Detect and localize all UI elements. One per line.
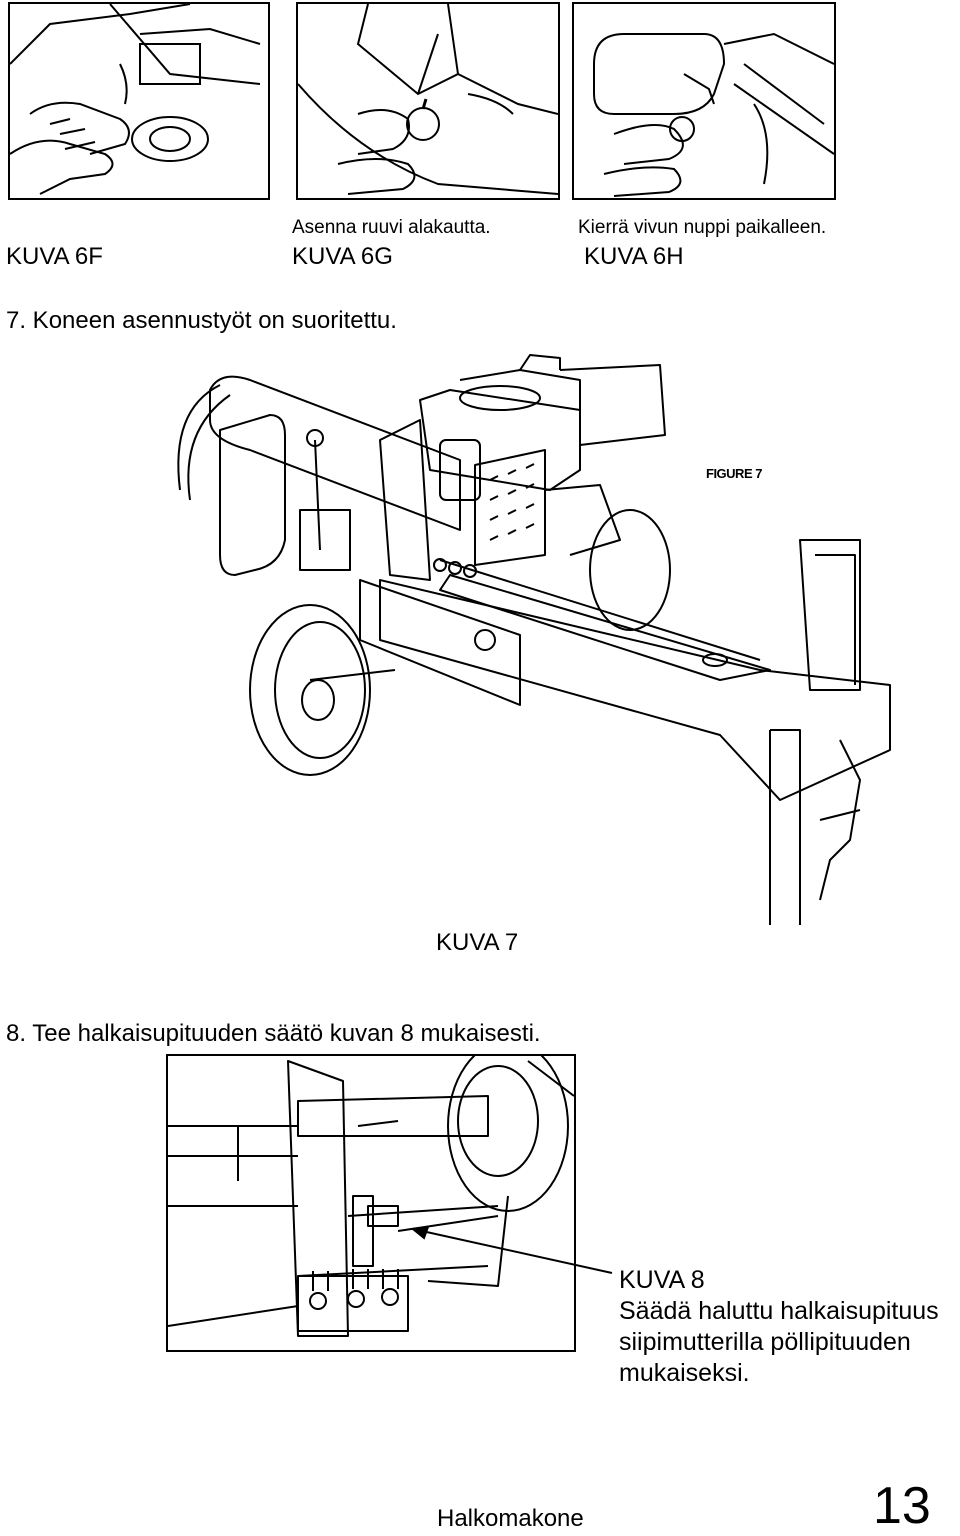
step-8-text: 8. Tee halkaisupituuden säätö kuvan 8 mu… — [6, 1020, 541, 1047]
figure-8-line-2: siipimutterilla pöllipituuden — [619, 1328, 911, 1356]
figure-6g-image — [296, 2, 560, 200]
figure-8-line-3: mukaiseksi. — [619, 1359, 750, 1387]
figure-6h-image — [572, 2, 836, 200]
figure-8-text: KUVA 8 Säädä haluttu halkaisupituus siip… — [619, 1265, 960, 1389]
figure-8-line-1: Säädä haluttu halkaisupituus — [619, 1297, 939, 1325]
figure-8-image — [166, 1054, 576, 1352]
figure-7-image: FIGURE 7 — [160, 340, 900, 930]
figure-6g-note: Asenna ruuvi alakautta. — [292, 217, 491, 238]
figure-6h-note: Kierrä vivun nuppi paikalleen. — [578, 217, 827, 238]
figure-8-title: KUVA 8 — [619, 1266, 705, 1294]
figure-6f-caption: KUVA 6F — [6, 243, 103, 270]
figure-7-caption: KUVA 7 — [436, 929, 519, 956]
figure-7-inner-label: FIGURE 7 — [706, 466, 762, 481]
figure-6g-caption: KUVA 6G — [292, 243, 393, 270]
figure-6f-image — [8, 2, 270, 200]
footer-title: Halkomakone — [437, 1505, 584, 1532]
page-number: 13 — [873, 1477, 931, 1535]
figure-6h-caption: KUVA 6H — [584, 243, 684, 270]
step-7-text: 7. Koneen asennustyöt on suoritettu. — [6, 307, 397, 334]
